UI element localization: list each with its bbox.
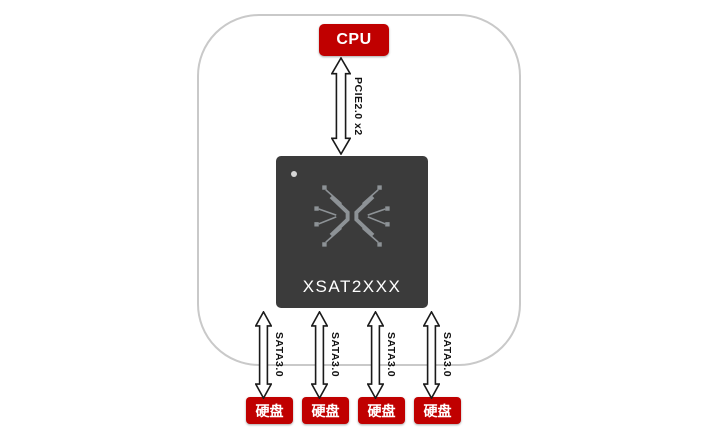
pcie-link: PCIE2.0 x2 bbox=[331, 57, 364, 155]
chip-node: XSAT2XXX bbox=[276, 156, 428, 308]
sata-link: SATA3.0 bbox=[367, 311, 397, 399]
cpu-node: CPU bbox=[319, 24, 389, 56]
disk-node: 硬盘 bbox=[246, 397, 293, 424]
sata-bus-label: SATA3.0 bbox=[385, 332, 397, 378]
disk-label: 硬盘 bbox=[423, 402, 452, 419]
cpu-label: CPU bbox=[336, 31, 372, 48]
disk-node: 硬盘 bbox=[302, 397, 349, 424]
sata-link: SATA3.0 bbox=[311, 311, 341, 399]
disk-label: 硬盘 bbox=[367, 402, 396, 419]
chip-logo-icon bbox=[314, 185, 390, 247]
sata-arrow-icon bbox=[255, 311, 272, 399]
sata-bus-label: SATA3.0 bbox=[441, 332, 453, 378]
sata-arrow-icon bbox=[423, 311, 440, 399]
sata-bus-label: SATA3.0 bbox=[273, 332, 285, 378]
disk-label: 硬盘 bbox=[255, 402, 284, 419]
sata-arrow-icon bbox=[311, 311, 328, 399]
disk-node: 硬盘 bbox=[414, 397, 461, 424]
pcie-arrow-icon bbox=[331, 57, 351, 155]
chip-label: XSAT2XXX bbox=[302, 277, 402, 296]
sata-bus-label: SATA3.0 bbox=[329, 332, 341, 378]
disk-node: 硬盘 bbox=[358, 397, 405, 424]
disk-label: 硬盘 bbox=[311, 402, 340, 419]
chip-pin1-dot bbox=[291, 171, 297, 177]
sata-link: SATA3.0 bbox=[423, 311, 453, 399]
sata-link: SATA3.0 bbox=[255, 311, 285, 399]
pcie-link-label: PCIE2.0 x2 bbox=[352, 76, 364, 136]
sata-arrow-icon bbox=[367, 311, 384, 399]
